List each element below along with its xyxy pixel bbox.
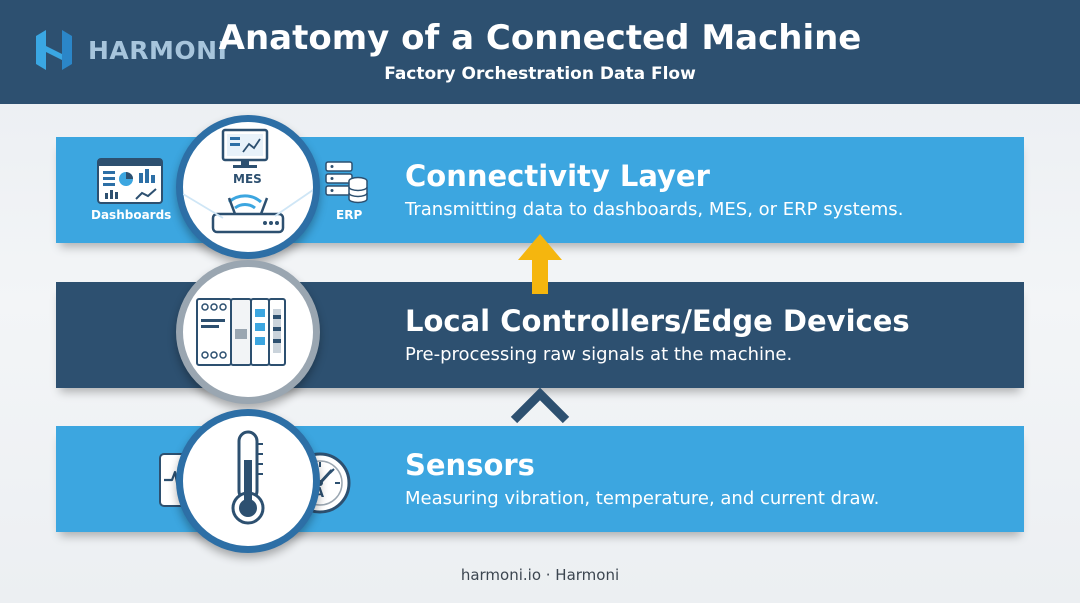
header-bar: HARMONI Anatomy of a Connected Machine F… <box>0 0 1080 104</box>
chevron-up-icon <box>510 387 570 424</box>
page-title: Anatomy of a Connected Machine <box>218 18 862 58</box>
harmoni-logo-icon <box>36 30 72 70</box>
layer-title: Sensors <box>405 448 535 482</box>
connectivity-badge: MES <box>176 115 320 259</box>
controllers-badge <box>176 260 320 404</box>
layer-description: Pre-processing raw signals at the machin… <box>405 344 793 365</box>
dashboards-label: Dashboards <box>91 208 172 222</box>
layer-connectivity: Dashboards ERP Connectivity Layer Transm… <box>56 137 1024 243</box>
layer-description: Measuring vibration, temperature, and cu… <box>405 488 880 509</box>
page-subtitle: Factory Orchestration Data Flow <box>384 64 696 84</box>
layer-title: Connectivity Layer <box>405 159 710 193</box>
thermometer-icon <box>231 430 265 525</box>
mes-label: MES <box>233 172 262 186</box>
plc-controller-icon <box>196 298 286 366</box>
erp-label: ERP <box>336 208 363 222</box>
dashboard-icon <box>97 158 163 204</box>
sensors-badge <box>176 409 320 553</box>
footer-text: harmoni.io · Harmoni <box>460 566 620 584</box>
brand-name: HARMONI <box>88 35 228 65</box>
router-icon <box>183 128 313 234</box>
brand-logo: HARMONI <box>30 26 227 74</box>
up-arrow-icon <box>518 234 562 294</box>
layer-title: Local Controllers/Edge Devices <box>405 304 910 338</box>
gauge-unit-label: A <box>314 486 325 501</box>
layer-description: Transmitting data to dashboards, MES, or… <box>405 199 904 220</box>
erp-database-icon <box>325 161 368 204</box>
